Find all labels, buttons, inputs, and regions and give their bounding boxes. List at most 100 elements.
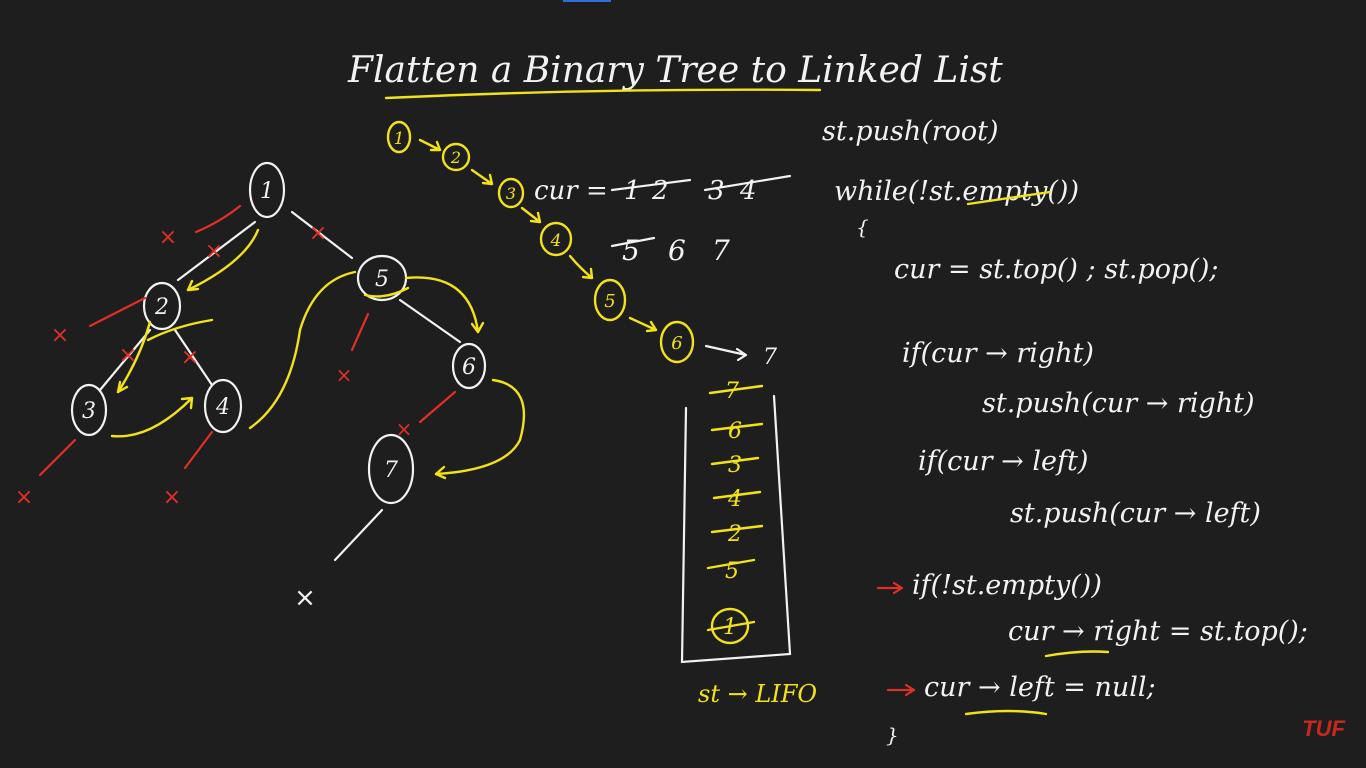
stack-item: 1 [723,615,737,640]
null-mark: × [51,323,69,348]
null-arrow-2-left [88,296,147,328]
cur-strike [610,174,792,192]
stack-pop-strikes [706,384,764,632]
relink-strike-2-left [146,318,214,342]
code-line: if(cur → left) [918,446,1088,477]
svg-text:5: 5 [604,291,615,312]
svg-text:5: 5 [375,267,389,292]
svg-text:3: 3 [82,399,96,424]
svg-text:6: 6 [671,333,682,354]
stack-item: 2 [727,522,742,547]
code-line: st.push(cur → right) [982,388,1255,419]
svg-text:2: 2 [154,295,169,320]
tree-node-7: 7 [367,433,415,505]
null-mark: × [396,417,413,441]
cur-strike [610,236,656,248]
code-line: cur = st.top() ; st.pop(); [894,254,1219,285]
stack-item: 7 [725,379,739,404]
tree-node-4: 4 [203,378,243,434]
code-underline [966,190,1052,206]
stack-outline [680,394,792,664]
list-arrow [418,138,442,152]
code-line: cur → right = st.top(); [1008,616,1308,647]
list-node: 1 [386,120,412,154]
list-arrow [520,206,542,224]
tree-edge-5-6 [398,298,462,344]
list-node: 3 [497,177,525,209]
null-mark: × [163,485,181,510]
stack-item: 6 [728,419,742,444]
null-mark: × [119,343,137,368]
svg-text:4: 4 [215,395,230,420]
null-arrow-1-left [194,204,242,234]
svg-text:2: 2 [450,148,461,167]
code-line: { [856,215,869,239]
relink-arrow-5-6 [404,276,480,334]
relink-arrow-3-4 [110,396,194,438]
tree-edge-2-3 [98,328,152,392]
tree-edge-7-left [333,508,384,562]
null-mark: × [294,583,316,613]
code-line: st.push(cur → left) [1010,498,1261,529]
tree-edge-1-5 [290,210,354,260]
relink-arrow-2-3 [116,320,152,394]
list-tail: 7 [763,345,777,370]
cur-trace: cur = 1 2 3 4 5 6 7 [534,174,792,267]
stack-item: 3 [728,453,742,478]
code-line: if(!st.empty()) [912,570,1102,601]
null-mark: × [159,225,177,250]
cur-value: 5 [622,234,640,267]
tree-edge-1-2 [176,220,257,282]
null-mark: × [181,345,199,370]
cur-value: 3 [708,176,725,206]
svg-text:1: 1 [394,129,405,149]
highlight-arrow [876,581,904,595]
list-arrow [568,254,594,280]
list-node: 4 [539,221,573,257]
list-arrow [628,316,658,333]
list-arrow [470,168,494,186]
code-line: while(!st.empty()) [834,176,1079,207]
stack-item-circle [710,607,750,645]
list-node: 2 [441,142,471,172]
tree-node-6: 6 [451,342,487,390]
null-mark: × [15,485,33,510]
top-progress-marker [563,0,611,2]
cur-value: 2 [651,176,669,206]
code-underline [964,709,1048,716]
svg-text:4: 4 [550,231,562,251]
cur-value: 4 [739,176,757,206]
null-arrow-4-left [183,430,214,470]
cur-value: 1 [624,176,641,206]
relink-strike-5 [363,286,410,298]
null-arrow-6-left [418,390,457,424]
highlight-arrow [886,683,916,697]
relink-arrow-4-5 [248,270,357,430]
null-mark: × [309,221,327,246]
cur-label: cur = [534,176,608,206]
flattened-list: 1 2 3 4 5 [386,120,777,370]
binary-tree: 1 2 3 4 5 6 7 [15,161,526,613]
stack: 7 6 3 4 2 5 1 st → LIFO [680,379,817,708]
code-underline [1044,650,1110,658]
tree-node-1: 1 [248,161,286,219]
page-title: Flatten a Binary Tree to Linked List [347,50,1003,91]
null-arrow-5-left [350,312,370,352]
null-mark: × [336,363,353,387]
code-block: st.push(root) while(!st.empty()) { cur =… [822,116,1308,747]
stack-item: 4 [727,487,742,512]
stack-caption: st → LIFO [698,680,817,708]
cur-value: 7 [712,234,730,267]
tree-edge-2-4 [173,328,214,387]
code-line: st.push(root) [822,116,999,147]
list-arrow [704,344,748,362]
list-node: 5 [593,278,627,322]
svg-text:1: 1 [260,179,274,204]
svg-text:6: 6 [462,355,476,380]
tree-node-3: 3 [70,383,108,437]
title-underline [384,88,822,100]
null-arrow-3-left [38,438,77,477]
tree-node-2: 2 [142,281,182,331]
